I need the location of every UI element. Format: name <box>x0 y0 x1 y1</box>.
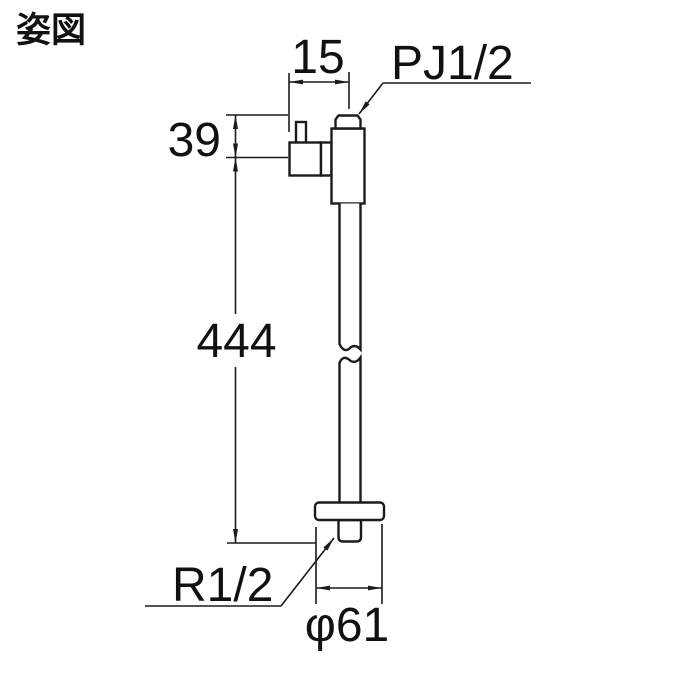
inlet-fitting <box>334 114 362 130</box>
arrowhead <box>233 529 238 543</box>
leader-line <box>280 537 335 607</box>
outlet-nipple <box>337 518 363 543</box>
dimension-upper-height: 39 <box>168 114 288 167</box>
dimension-top-width: 15 <box>288 31 350 132</box>
valve-assembly <box>288 114 386 543</box>
riser-pipe-upper <box>338 203 362 353</box>
dim-upper-height-text: 39 <box>168 114 221 167</box>
handle-stem <box>294 120 308 146</box>
arrowhead <box>233 115 238 129</box>
arrowhead <box>289 79 303 85</box>
arrowhead <box>335 79 349 85</box>
floor-flange <box>313 501 386 522</box>
riser-pipe-lower <box>338 353 362 503</box>
valve-body <box>330 127 366 205</box>
arrowhead <box>359 101 370 114</box>
dim-top-width-text: 15 <box>291 31 344 84</box>
arrowhead <box>368 585 382 591</box>
drawing-title: 姿図 <box>16 11 86 50</box>
annotation-outlet-thread: R1/2 <box>145 537 335 612</box>
handle-neck <box>319 141 333 177</box>
dimension-flange-diameter: φ61 <box>305 524 390 652</box>
inlet-thread-text: PJ1/2 <box>391 37 514 90</box>
annotation-inlet-thread: PJ1/2 <box>358 37 531 115</box>
arrowhead <box>233 143 238 158</box>
arrowhead <box>316 585 330 591</box>
dim-body-length-text: 444 <box>196 315 276 368</box>
handle-box <box>288 141 323 177</box>
dim-flange-diameter-text: φ61 <box>305 599 390 652</box>
arrowhead <box>233 157 238 172</box>
outlet-thread-text: R1/2 <box>172 559 273 612</box>
dimension-body-length: 444 <box>196 157 316 544</box>
arrowhead <box>323 538 334 551</box>
